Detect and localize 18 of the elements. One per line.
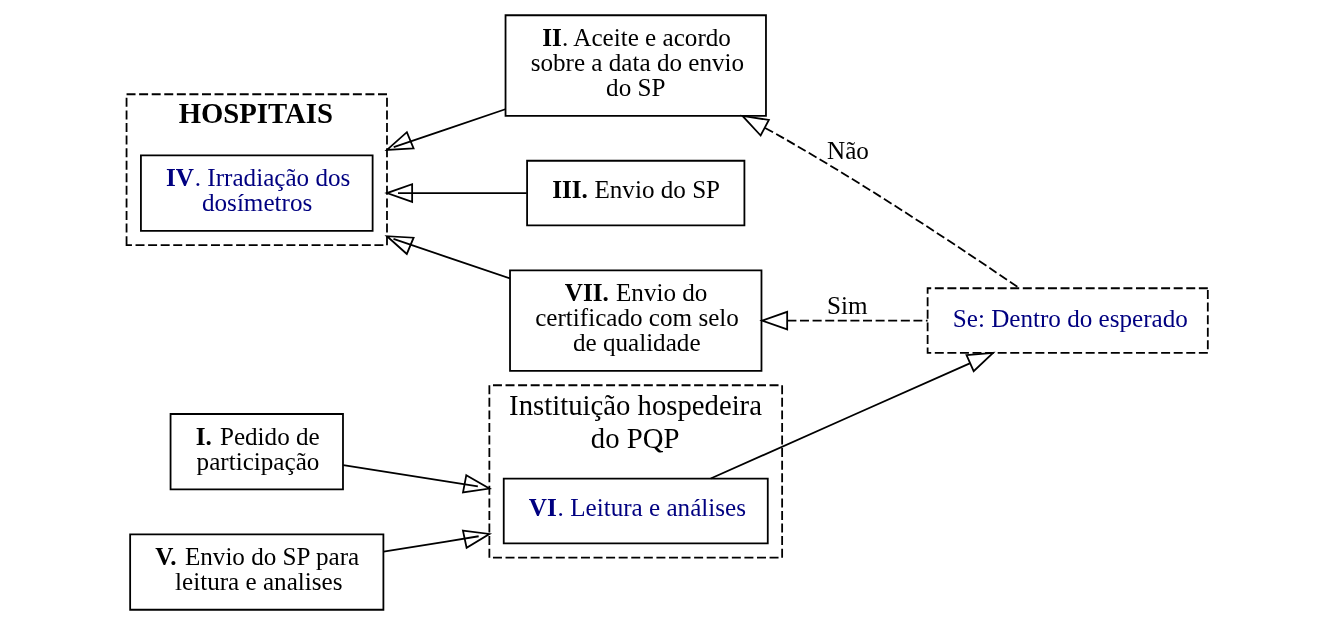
arrow bbox=[383, 108, 506, 151]
arrow bbox=[709, 351, 996, 480]
node-box: VII. Envio do certificado com selo de qualidade bbox=[508, 269, 762, 372]
arrow bbox=[383, 183, 528, 204]
node-box: VI. Leitura e análises bbox=[502, 477, 769, 545]
arrow bbox=[739, 114, 1020, 290]
edge-label: Não bbox=[826, 137, 869, 165]
node-box: III. Envio do SP bbox=[525, 159, 745, 227]
node-box: IV. Irradiação dos dosímetros bbox=[139, 154, 373, 232]
node-box: V. Envio do SP para leitura e analises bbox=[128, 533, 384, 611]
node-box: Se: Dentro do esperado bbox=[926, 287, 1209, 354]
arrow bbox=[758, 310, 928, 331]
node-box: I. Pedido de participação bbox=[169, 413, 344, 491]
node-box: II. Aceite e acordo sobre a data do envio do SP bbox=[504, 14, 767, 117]
arrow bbox=[341, 464, 492, 494]
arrow bbox=[382, 529, 492, 553]
arrow bbox=[383, 235, 511, 280]
edge-label: Sim bbox=[826, 291, 868, 319]
